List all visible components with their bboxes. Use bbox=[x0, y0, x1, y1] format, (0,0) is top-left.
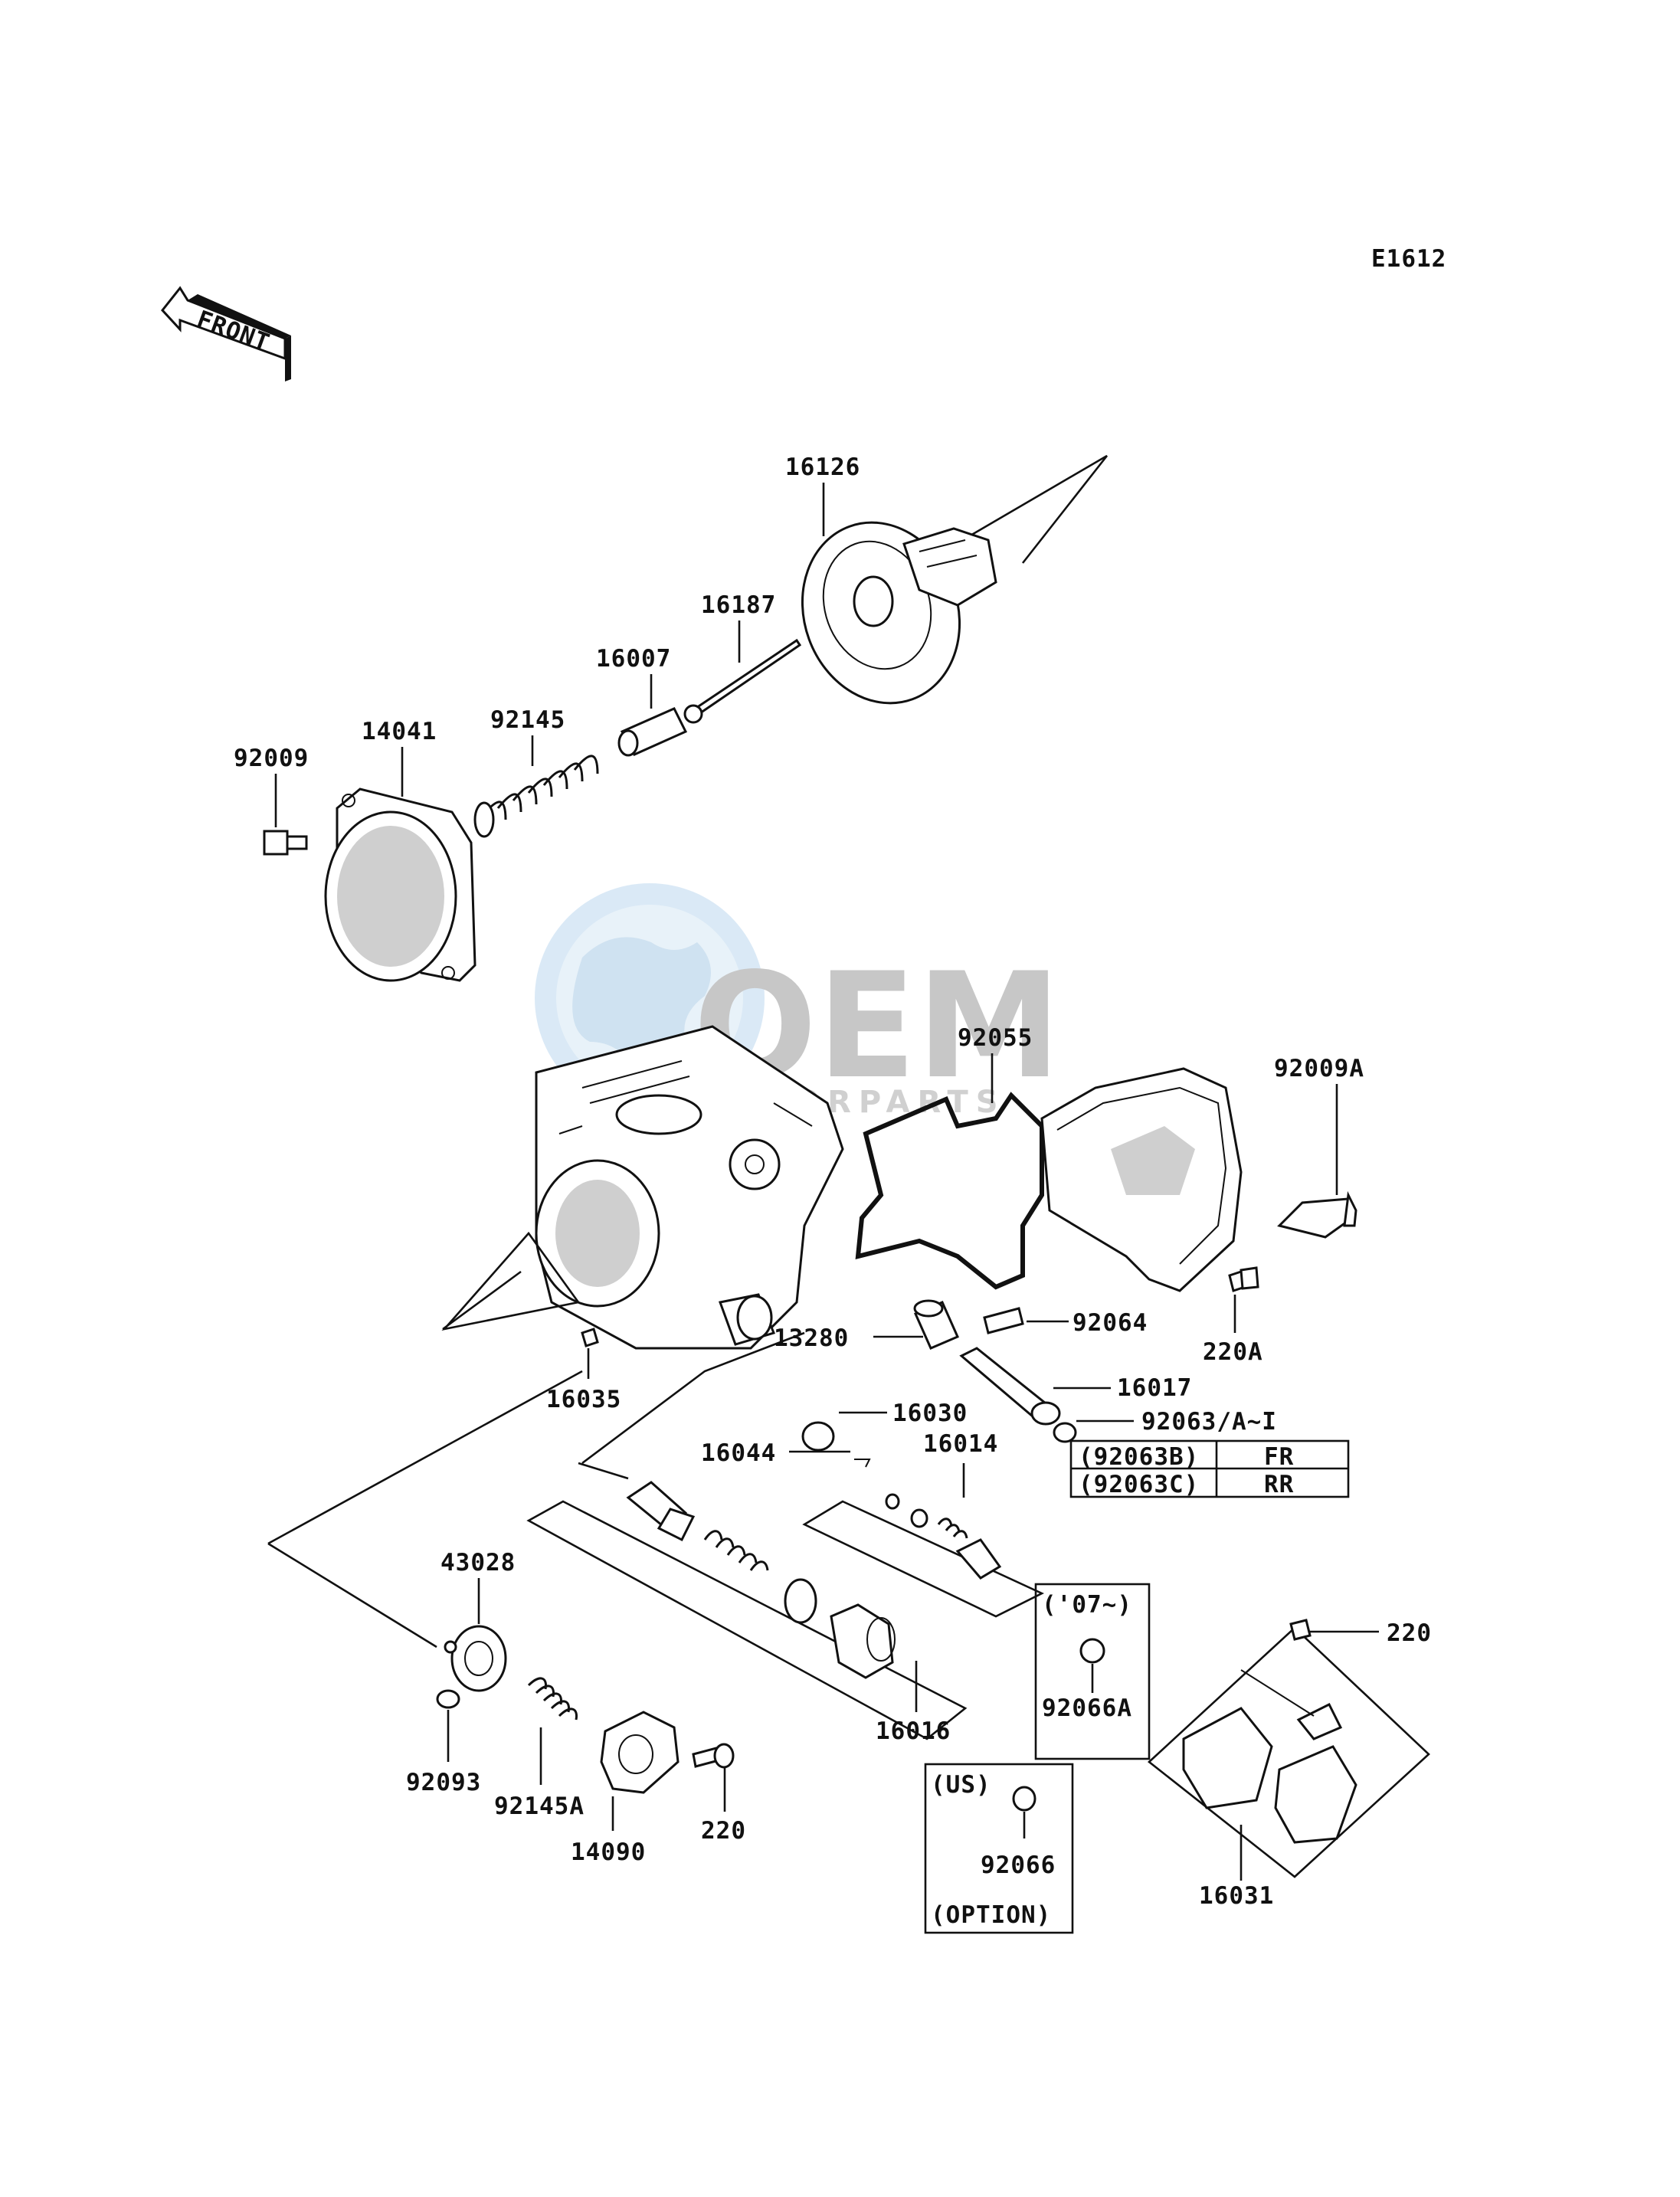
part-43028-cap bbox=[444, 1625, 507, 1692]
label-220-right: 220 bbox=[1387, 1619, 1432, 1647]
variant-position-fr: FR bbox=[1264, 1443, 1294, 1471]
label-92066A: 92066A bbox=[1042, 1694, 1132, 1722]
variant-table: (92063B) FR (92063C) RR bbox=[1069, 1439, 1350, 1498]
part-16007-holder bbox=[617, 707, 688, 757]
box-92066 bbox=[924, 1763, 1074, 1934]
label-14041: 14041 bbox=[362, 718, 437, 745]
part-14041-cover bbox=[324, 787, 476, 982]
part-float-bowl bbox=[1040, 1067, 1243, 1292]
label-92066: 92066 bbox=[981, 1852, 1056, 1879]
year-note: ('07~) bbox=[1042, 1591, 1132, 1619]
label-16014: 16014 bbox=[923, 1430, 998, 1458]
part-92093-oring bbox=[436, 1689, 460, 1709]
part-16030-plug bbox=[801, 1421, 835, 1452]
part-92009-screw bbox=[263, 830, 308, 856]
part-16126-diaphragm bbox=[801, 521, 997, 705]
label-220-bottom: 220 bbox=[701, 1817, 746, 1845]
part-220A-screw bbox=[1228, 1266, 1259, 1292]
part-92145A-spring bbox=[527, 1677, 578, 1721]
option-note: (OPTION) bbox=[931, 1901, 1051, 1929]
part-16031-float bbox=[1147, 1626, 1430, 1878]
label-92009A: 92009A bbox=[1274, 1055, 1364, 1082]
label-92064: 92064 bbox=[1073, 1309, 1148, 1337]
part-92145-spring bbox=[473, 755, 599, 838]
label-92093: 92093 bbox=[406, 1769, 481, 1796]
label-43028: 43028 bbox=[440, 1549, 516, 1577]
part-16014-screw-assembly bbox=[802, 1493, 1045, 1618]
box-92066A bbox=[1034, 1583, 1151, 1760]
label-16030: 16030 bbox=[892, 1400, 968, 1427]
label-16044: 16044 bbox=[701, 1439, 776, 1467]
part-16044-clip bbox=[854, 1459, 871, 1468]
label-92063: 92063/A~I bbox=[1141, 1408, 1277, 1436]
part-92064-jet bbox=[983, 1307, 1024, 1334]
part-16035-plug bbox=[581, 1328, 599, 1347]
label-16017: 16017 bbox=[1117, 1374, 1192, 1402]
part-carburetor-body bbox=[535, 1025, 844, 1350]
variant-code-fr: (92063B) bbox=[1079, 1443, 1199, 1471]
us-note: (US) bbox=[931, 1771, 991, 1799]
label-92145: 92145 bbox=[490, 706, 565, 734]
part-220-screw-bottom bbox=[692, 1743, 735, 1769]
part-13280-emulsion bbox=[913, 1299, 959, 1350]
label-92055: 92055 bbox=[958, 1024, 1033, 1052]
front-arrow-icon: FRONT bbox=[161, 286, 291, 381]
label-92009: 92009 bbox=[234, 745, 309, 772]
part-92055-gasket bbox=[855, 1092, 1044, 1290]
part-220-screw-right bbox=[1289, 1619, 1312, 1641]
part-14090-pump-cover bbox=[600, 1711, 680, 1794]
label-16031: 16031 bbox=[1199, 1882, 1274, 1910]
part-16016-pump-assembly bbox=[626, 1481, 896, 1679]
label-16035: 16035 bbox=[546, 1386, 621, 1413]
label-16007: 16007 bbox=[596, 645, 671, 673]
part-92009A-screw bbox=[1277, 1190, 1357, 1239]
variant-code-rr: (92063C) bbox=[1079, 1471, 1199, 1498]
label-16126: 16126 bbox=[785, 453, 860, 481]
label-220A: 220A bbox=[1203, 1338, 1263, 1366]
part-16187-needle bbox=[683, 638, 802, 724]
part-92063-main-jet bbox=[1053, 1422, 1077, 1443]
label-16187: 16187 bbox=[701, 591, 776, 619]
label-14090: 14090 bbox=[571, 1838, 646, 1866]
part-16017-needle-jet bbox=[959, 1347, 1061, 1426]
label-13280: 13280 bbox=[774, 1324, 849, 1352]
variant-position-rr: RR bbox=[1264, 1471, 1294, 1498]
label-92145A: 92145A bbox=[494, 1793, 585, 1820]
label-16016: 16016 bbox=[876, 1717, 951, 1745]
diagram-code: E1612 bbox=[1371, 245, 1446, 273]
